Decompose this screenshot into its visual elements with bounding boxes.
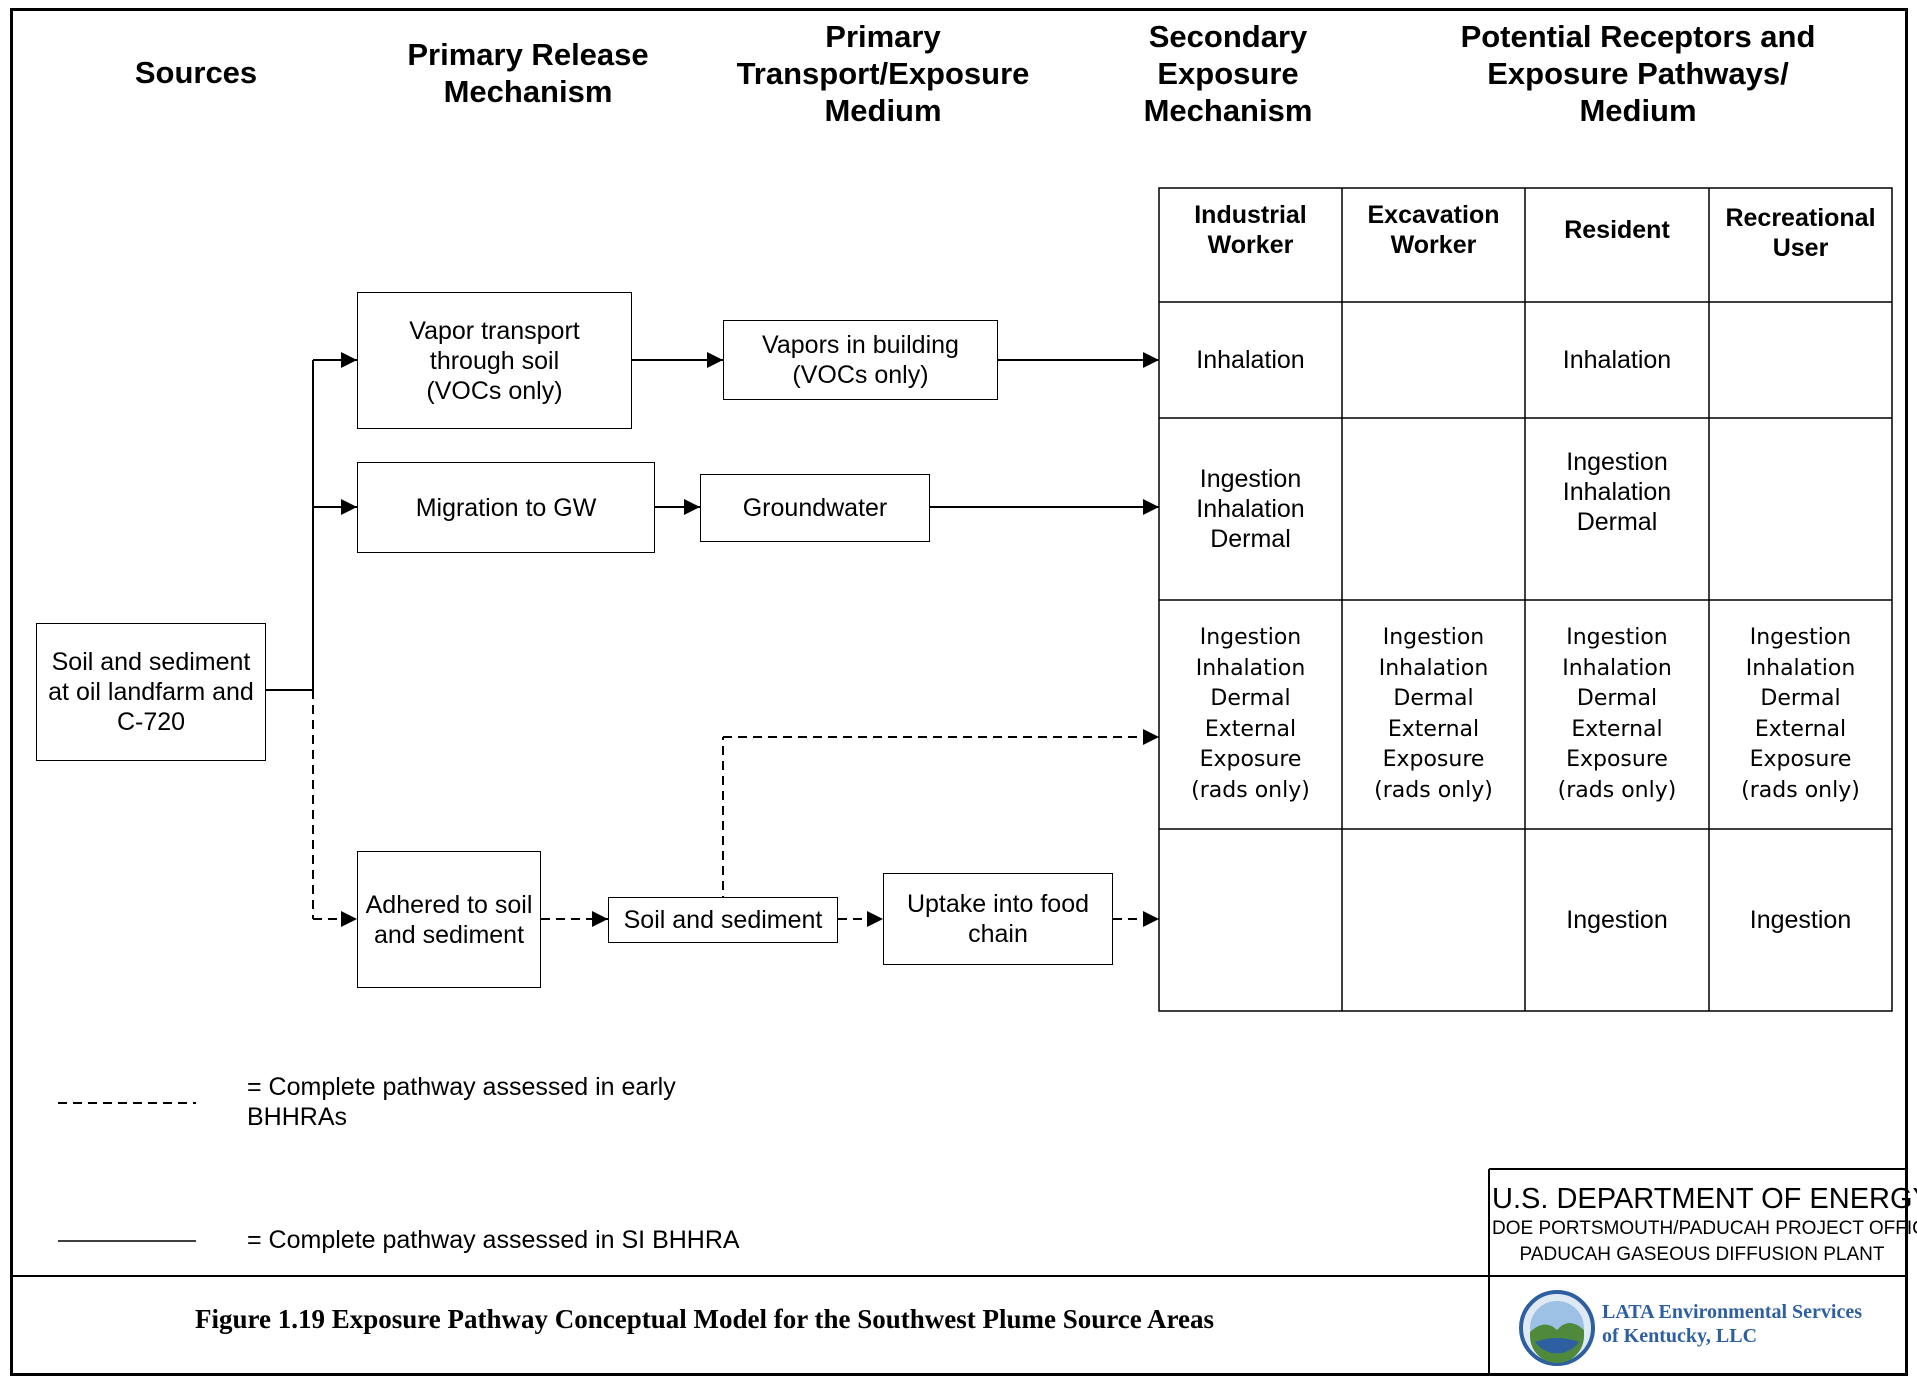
cell-gw-excavation — [1342, 418, 1525, 600]
cell-gw-recreational — [1709, 418, 1892, 600]
header-primary-release: Primary Release Mechanism — [407, 37, 649, 109]
doe-plant: PADUCAH GASEOUS DIFFUSION PLANT — [1519, 1244, 1885, 1265]
vapor-transport-box: Vapor transport through soil (VOCs only) — [357, 292, 632, 429]
migration-gw-box: Migration to GW — [357, 462, 655, 553]
doe-org-title: U.S. DEPARTMENT OF ENERGY — [1492, 1183, 1917, 1215]
header-primary-transport: Primary Transport/Exposure Medium — [736, 19, 1030, 128]
uptake-food-chain-box: Uptake into food chain — [883, 873, 1113, 965]
cell-vapor-industrial: Inhalation — [1196, 346, 1305, 374]
contractor-name: LATA Environmental Services of Kentucky,… — [1602, 1301, 1862, 1347]
cell-soil-recreational: Ingestion Inhalation Dermal External Exp… — [1741, 625, 1860, 803]
figure-caption: Figure 1.19 Exposure Pathway Conceptual … — [195, 1304, 1214, 1334]
cell-food-excavation — [1342, 829, 1525, 1011]
cell-food-resident: Ingestion — [1566, 906, 1668, 934]
vapors-building-box: Vapors in building (VOCs only) — [723, 320, 998, 400]
header-sources: Sources — [134, 55, 258, 90]
receptor-resident: Resident — [1564, 216, 1670, 244]
lata-seal-logo — [1519, 1290, 1595, 1366]
header-receptors: Potential Receptors and Exposure Pathway… — [1460, 19, 1816, 128]
receptor-industrial-worker: Industrial Worker — [1194, 201, 1307, 259]
header-secondary-exposure: Secondary Exposure Mechanism — [1143, 19, 1313, 128]
doe-office: DOE PORTSMOUTH/PADUCAH PROJECT OFFICE — [1492, 1218, 1917, 1239]
cell-gw-industrial: Ingestion Inhalation Dermal — [1196, 465, 1305, 553]
receptor-table-grid — [1158, 187, 1893, 1012]
legend-dashed-label: = Complete pathway assessed in early BHH… — [247, 1073, 676, 1131]
cell-soil-excavation: Ingestion Inhalation Dermal External Exp… — [1374, 625, 1493, 803]
cell-vapor-resident: Inhalation — [1562, 346, 1672, 374]
source-box: Soil and sediment at oil landfarm and C-… — [36, 623, 266, 761]
cell-vapor-recreational — [1709, 302, 1892, 418]
cell-food-industrial — [1159, 829, 1342, 1011]
cell-food-recreational: Ingestion — [1749, 906, 1852, 934]
title-block-rules — [10, 1168, 1908, 1376]
cell-gw-resident: Ingestion Inhalation Dermal — [1562, 448, 1672, 536]
figure-frame — [10, 8, 1908, 1376]
legend-solid-label: = Complete pathway assessed in SI BHHRA — [247, 1226, 740, 1254]
groundwater-box: Groundwater — [700, 474, 930, 542]
adhered-box: Adhered to soil and sediment — [357, 851, 541, 988]
cell-vapor-excavation — [1342, 302, 1525, 418]
cell-soil-industrial: Ingestion Inhalation Dermal External Exp… — [1191, 625, 1310, 803]
cell-soil-resident: Ingestion Inhalation Dermal External Exp… — [1557, 625, 1677, 803]
receptor-excavation-worker: Excavation Worker — [1367, 201, 1500, 259]
receptor-recreational-user: Recreational User — [1725, 204, 1876, 262]
soil-sediment-box: Soil and sediment — [608, 897, 838, 943]
